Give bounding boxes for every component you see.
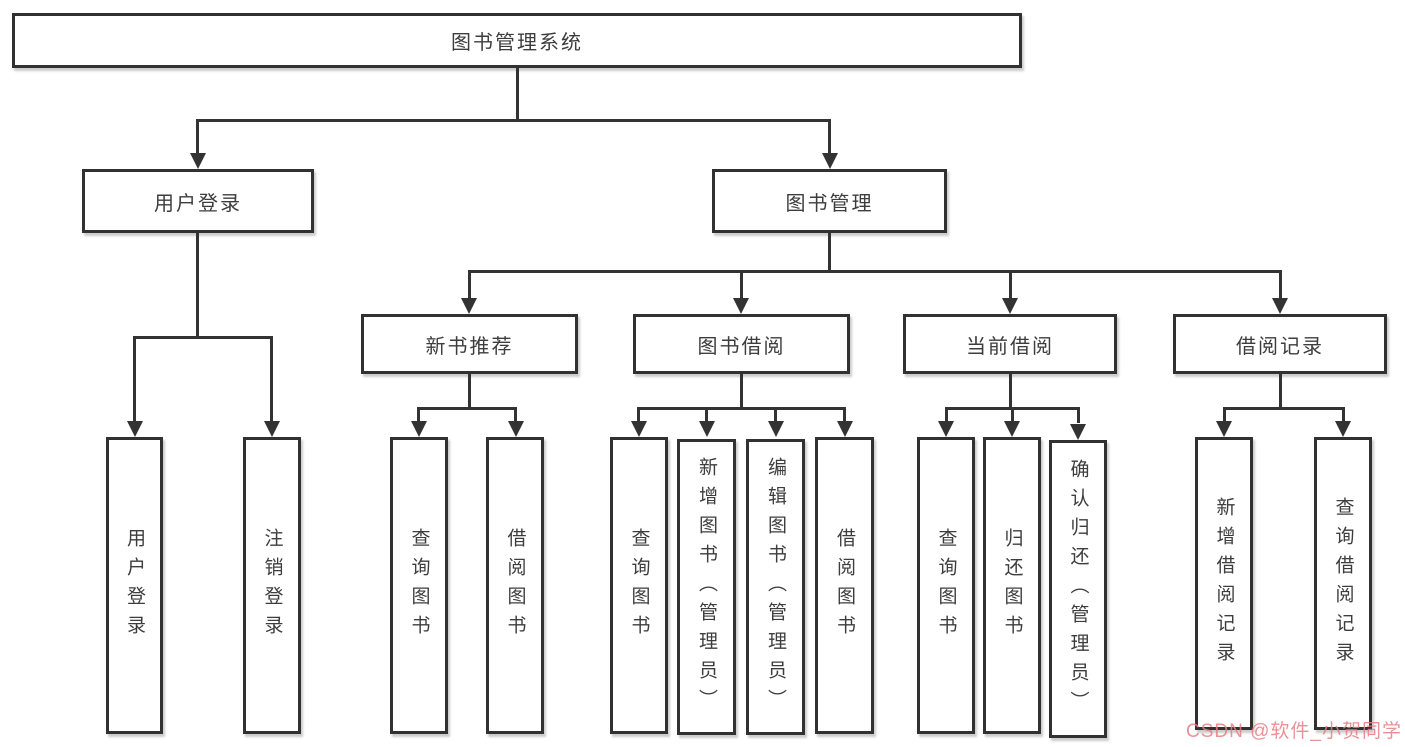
connector-line — [516, 68, 519, 121]
node-add-borrow-record: 新增借阅记录 — [1195, 437, 1253, 730]
connector-line — [774, 407, 777, 423]
connector-line — [1009, 374, 1012, 410]
connector-line — [1009, 270, 1012, 300]
arrow-down-icon — [631, 421, 647, 437]
connector-line — [468, 374, 471, 410]
node-label: 新增借阅记录 — [1213, 496, 1235, 671]
connector-line — [468, 270, 1282, 273]
arrow-down-icon — [1335, 421, 1351, 437]
node-label: 编辑图书（管理员） — [765, 456, 786, 718]
connector-line — [1279, 374, 1282, 410]
connector-line — [828, 233, 831, 272]
arrow-down-icon — [1004, 421, 1020, 437]
node-label: 确认归还（管理员） — [1067, 458, 1089, 720]
node-borrowing-records: 借阅记录 — [1173, 314, 1387, 374]
node-label: 用户登录 — [124, 527, 145, 644]
connector-line — [637, 407, 846, 410]
arrow-down-icon — [699, 421, 715, 437]
arrow-down-icon — [127, 421, 143, 437]
connector-line — [740, 270, 743, 300]
connector-line — [740, 374, 743, 410]
connector-line — [133, 336, 273, 339]
node-return-books: 归还图书 — [983, 437, 1041, 734]
node-user-login-action: 用户登录 — [106, 437, 163, 734]
connector-line — [417, 407, 420, 423]
arrow-down-icon — [461, 298, 477, 314]
node-borrow-books-borrowing: 借阅图书 — [815, 437, 874, 734]
connector-line — [196, 119, 831, 122]
arrow-down-icon — [733, 298, 749, 314]
node-logout: 注销登录 — [243, 437, 301, 734]
node-current-borrowing: 当前借阅 — [903, 314, 1117, 374]
node-label: 借阅记录 — [1236, 335, 1324, 358]
arrow-down-icon — [508, 421, 524, 437]
node-book-management: 图书管理 — [712, 169, 947, 233]
node-label: 新书推荐 — [425, 335, 514, 358]
arrow-down-icon — [1002, 298, 1018, 314]
node-label: 查询图书 — [628, 527, 650, 644]
node-label: 查询图书 — [935, 527, 957, 644]
connector-line — [514, 407, 517, 423]
node-label: 注销登录 — [261, 527, 283, 644]
connector-line — [1342, 407, 1345, 423]
node-label: 归还图书 — [1001, 527, 1023, 644]
node-library-management-system: 图书管理系统 — [12, 13, 1022, 68]
connector-line — [196, 119, 199, 158]
node-label: 借阅图书 — [504, 527, 526, 644]
csdn-watermark: CSDN @软件_小贺同学 — [1186, 721, 1402, 742]
node-book-borrowing: 图书借阅 — [633, 314, 850, 374]
node-label: 当前借阅 — [966, 335, 1054, 358]
connector-line — [417, 407, 517, 410]
node-confirm-return-admin: 确认归还（管理员） — [1049, 440, 1107, 738]
connector-line — [196, 233, 199, 338]
connector-line — [270, 336, 273, 422]
node-label: 图书借阅 — [697, 335, 786, 358]
node-label: 用户登录 — [154, 192, 242, 215]
connector-line — [1223, 407, 1226, 423]
arrow-down-icon — [1216, 421, 1232, 437]
arrow-down-icon — [264, 421, 280, 437]
connector-line — [1279, 270, 1282, 300]
node-label: 查询借阅记录 — [1332, 496, 1354, 671]
connector-line — [1011, 407, 1014, 423]
node-label: 借阅图书 — [834, 527, 855, 644]
arrow-down-icon — [1070, 424, 1086, 440]
arrow-down-icon — [190, 153, 206, 169]
connector-line — [705, 407, 708, 423]
arrow-down-icon — [411, 421, 427, 437]
connector-line — [828, 119, 831, 158]
connector-line — [637, 407, 640, 423]
arrow-down-icon — [938, 421, 954, 437]
node-query-books-current: 查询图书 — [917, 437, 975, 734]
arrow-down-icon — [768, 421, 784, 437]
node-label: 图书管理 — [785, 192, 874, 215]
connector-line — [1077, 407, 1080, 423]
node-borrow-books-recommend: 借阅图书 — [486, 437, 544, 734]
connector-line — [133, 336, 136, 422]
node-query-books-recommend: 查询图书 — [390, 437, 448, 734]
arrow-down-icon — [1272, 298, 1288, 314]
node-new-book-recommendation: 新书推荐 — [361, 314, 578, 374]
arrow-down-icon — [822, 153, 838, 169]
node-user-login: 用户登录 — [82, 169, 314, 233]
connector-line — [468, 270, 471, 300]
node-query-books-borrowing: 查询图书 — [610, 437, 668, 734]
node-label: 图书管理系统 — [451, 32, 583, 54]
node-label: 查询图书 — [408, 527, 430, 644]
node-query-borrow-record: 查询借阅记录 — [1314, 437, 1372, 730]
node-label: 新增图书（管理员） — [696, 456, 717, 718]
connector-line — [843, 407, 846, 423]
connector-line — [945, 407, 948, 423]
arrow-down-icon — [837, 421, 853, 437]
node-add-books-admin: 新增图书（管理员） — [677, 439, 736, 735]
node-edit-books-admin: 编辑图书（管理员） — [746, 439, 805, 735]
connector-line — [1223, 407, 1345, 410]
